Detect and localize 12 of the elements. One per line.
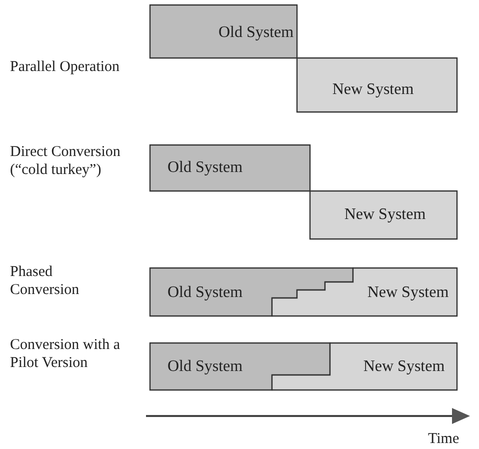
bar-label: Old System — [167, 160, 243, 176]
row-label: Phased Conversion — [10, 263, 80, 299]
bar-label: Old System — [218, 25, 294, 41]
bar-label: New System — [332, 82, 414, 98]
row-label: Conversion with a Pilot Version — [10, 336, 120, 372]
bar-label: New System — [367, 285, 449, 301]
row-label: Direct Conversion (“cold turkey”) — [10, 143, 122, 179]
axis-label: Time — [428, 430, 460, 448]
bar-label: New System — [363, 359, 445, 375]
bar-label: New System — [344, 207, 426, 223]
bar-label: Old System — [167, 285, 243, 301]
row-label: Parallel Operation — [10, 58, 120, 76]
